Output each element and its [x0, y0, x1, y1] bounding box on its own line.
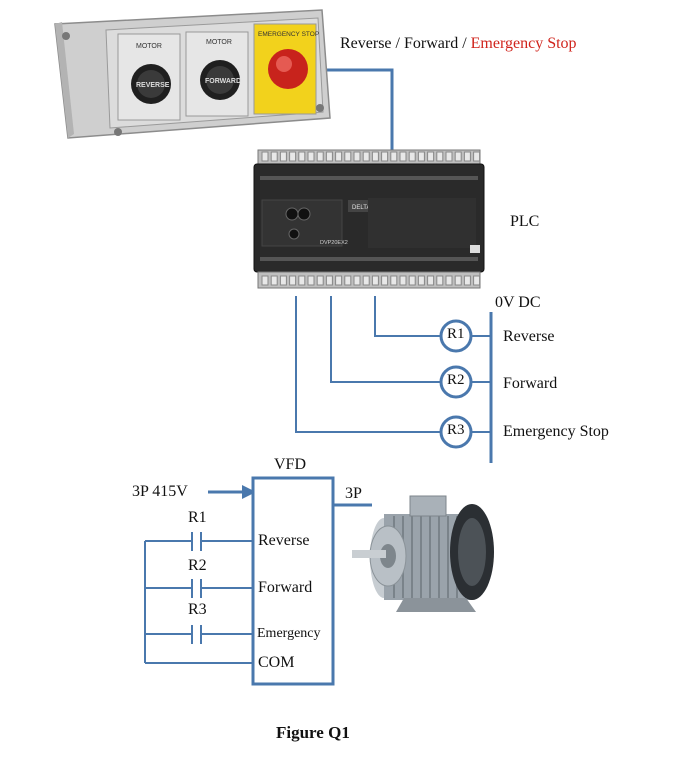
relay-r3-id: R3	[447, 422, 465, 438]
plc-device: DELTA DVP20EX2	[253, 149, 485, 289]
plc-terminal-screw	[399, 275, 407, 286]
plc-terminal-screw	[463, 275, 471, 286]
top-caption-emergency: Emergency Stop	[470, 35, 577, 52]
plc-terminal-screw	[261, 275, 269, 286]
wire-plc-to-r2	[330, 296, 441, 383]
plc-terminal-screw	[298, 275, 306, 286]
plc-terminal-screw	[298, 151, 306, 162]
plc-terminal-screw	[436, 275, 444, 286]
plc-label: PLC	[510, 213, 540, 230]
relay-coil-r1	[439, 319, 491, 353]
station-header-1: MOTOR	[136, 43, 162, 50]
plc-terminal-screw	[307, 275, 315, 286]
vfd-input-com: COM	[258, 654, 295, 671]
plc-terminal-screw	[445, 151, 453, 162]
contact-r3	[145, 625, 253, 644]
plc-terminal-screw	[381, 275, 389, 286]
plc-terminal-screw	[335, 151, 343, 162]
figure-caption: Figure Q1	[276, 723, 350, 742]
vfd-output-label: 3P	[345, 485, 362, 502]
plc-terminal-screw	[344, 275, 352, 286]
supply-arrow	[208, 485, 256, 499]
reverse-button-label: REVERSE	[136, 82, 170, 89]
vfd-input-emergency: Emergency	[257, 626, 321, 641]
plc-terminal-screw	[362, 275, 370, 286]
vfd-label: VFD	[274, 456, 307, 473]
plc-terminal-screw	[270, 275, 278, 286]
dc-rail-label: 0V DC	[495, 294, 541, 311]
vfd-input-forward: Forward	[258, 579, 313, 596]
plc-terminal-screw	[454, 275, 462, 286]
station-header-2: MOTOR	[206, 39, 232, 46]
motor-image	[352, 495, 494, 612]
station-header-3: EMERGENCY STOP	[258, 31, 319, 38]
plc-terminal-screw	[390, 275, 398, 286]
plc-terminal-screw	[390, 151, 398, 162]
plc-terminal-screw	[473, 275, 481, 286]
vfd-input-reverse: Reverse	[258, 532, 310, 549]
contact-r3-label: R3	[188, 601, 207, 618]
plc-terminal-screw	[344, 151, 352, 162]
plc-terminal-screw	[427, 275, 435, 286]
plc-terminal-screw	[307, 151, 315, 162]
plc-terminal-screw	[473, 151, 481, 162]
plc-terminal-screw	[335, 275, 343, 286]
plc-terminal-screw	[325, 275, 333, 286]
forward-button-label: FORWARD	[205, 78, 241, 85]
plc-terminal-screw	[381, 151, 389, 162]
wire-station-to-plc	[322, 68, 394, 152]
plc-terminal-screw	[427, 151, 435, 162]
plc-brand: DELTA	[352, 205, 370, 211]
plc-terminal-screw	[289, 275, 297, 286]
plc-terminal-screw	[371, 151, 379, 162]
pushbutton-station: MOTOR MOTOR EMERGENCY STOP REVERSE FORWA…	[54, 9, 331, 139]
plc-terminal-screw	[463, 151, 471, 162]
plc-terminal-screw	[261, 151, 269, 162]
plc-terminal-screw	[362, 151, 370, 162]
plc-terminal-screw	[279, 151, 287, 162]
contact-r1-label: R1	[188, 509, 207, 526]
plc-terminal-screw	[436, 151, 444, 162]
plc-terminal-screw	[399, 151, 407, 162]
wire-plc-to-r1	[374, 296, 441, 337]
relay-coil-r2	[439, 365, 491, 399]
relay-coil-r3	[439, 415, 491, 449]
plc-terminal-screw	[454, 151, 462, 162]
plc-terminal-screw	[289, 151, 297, 162]
relay-r2-label: Forward	[503, 375, 558, 392]
top-caption-reverse-forward: Reverse / Forward /	[340, 35, 471, 52]
plc-terminal-screw	[408, 275, 416, 286]
plc-terminal-screw	[279, 275, 287, 286]
plc-terminal-screw	[417, 275, 425, 286]
supply-label: 3P 415V	[132, 483, 188, 500]
plc-terminal-screw	[408, 151, 416, 162]
plc-terminal-screw	[445, 275, 453, 286]
plc-terminal-screw	[417, 151, 425, 162]
top-caption: Reverse / Forward / Emergency Stop	[340, 35, 577, 53]
relay-r3-label: Emergency Stop	[503, 423, 609, 440]
plc-terminal-screw	[325, 151, 333, 162]
plc-terminal-screw	[353, 275, 361, 286]
plc-terminal-screw	[353, 151, 361, 162]
plc-terminal-screw	[371, 275, 379, 286]
relay-r1-label: Reverse	[503, 328, 555, 345]
plc-terminal-screw	[316, 151, 324, 162]
wire-plc-to-r3	[295, 296, 441, 433]
plc-terminal-screw	[270, 151, 278, 162]
plc-model: DVP20EX2	[320, 240, 348, 246]
relay-r2-id: R2	[447, 372, 465, 388]
vfd-box	[251, 476, 335, 686]
contact-r2-label: R2	[188, 557, 207, 574]
contact-r2	[145, 579, 253, 598]
contact-r1	[145, 532, 253, 551]
relay-r1-id: R1	[447, 326, 465, 342]
plc-terminal-screw	[316, 275, 324, 286]
